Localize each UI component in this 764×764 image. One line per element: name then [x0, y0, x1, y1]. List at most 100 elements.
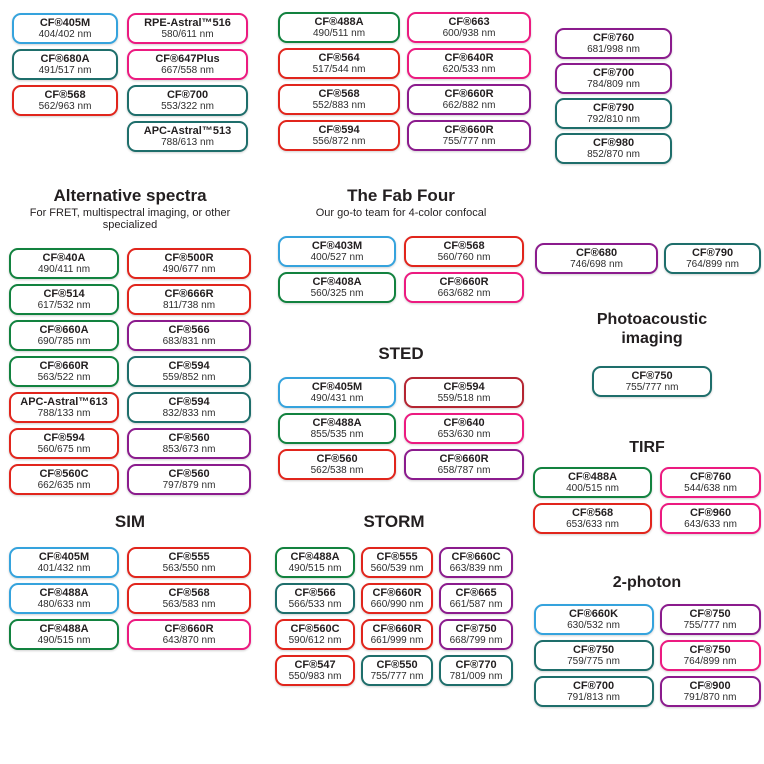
dye-ex-em-value: 617/532 nm — [37, 300, 91, 312]
dye-ex-em-value: 667/558 nm — [161, 65, 214, 77]
section-title: Alternative spectra — [53, 186, 207, 205]
dye-name: CF®594 — [443, 380, 485, 393]
dye-ex-em-value: 490/515 nm — [37, 635, 91, 647]
dye-name: CF®660A — [39, 323, 89, 336]
dye-ex-em-value: 832/833 nm — [162, 408, 216, 420]
dye-name: CF®680 — [575, 246, 618, 259]
dye-name: CF®790 — [691, 246, 734, 259]
dye-ex-em-value: 490/411 nm — [37, 264, 91, 276]
dye-name: CF®900 — [689, 679, 731, 692]
dye-ex-em-value: 781/009 nm — [449, 671, 503, 683]
dye-ex-em-value: 566/533 nm — [288, 599, 342, 611]
section-title: STED — [378, 344, 424, 363]
dye-ex-em-value: 788/613 nm — [161, 137, 214, 149]
dye-ex-em-value: 764/899 nm — [683, 656, 737, 668]
dye-name: CF®640 — [443, 416, 485, 429]
dye-name: CF®594 — [168, 359, 210, 372]
dye-ex-em-value: 663/682 nm — [437, 288, 491, 300]
dye-name: CF®568 — [168, 586, 210, 599]
dye-ex-em-value: 563/583 nm — [162, 599, 216, 611]
dye-name: APC-Astral™513 — [143, 124, 232, 137]
dye-ex-em-value: 746/698 nm — [570, 259, 623, 271]
dye-ex-em-value: 661/587 nm — [449, 599, 503, 611]
section-title: 2-photon — [612, 574, 682, 591]
dye-ex-em-value: 560/539 nm — [370, 563, 424, 575]
dye-name: CF®594 — [318, 123, 360, 136]
dye-ex-em-value: 643/870 nm — [162, 635, 216, 647]
dye-name: CF®564 — [318, 51, 360, 64]
dye-name: CF®514 — [43, 287, 85, 300]
dye-ex-em-value: 400/527 nm — [310, 252, 364, 264]
dye-ex-em-value: 663/839 nm — [449, 563, 503, 575]
dye-ex-em-value: 562/963 nm — [38, 101, 92, 113]
dye-ex-em-value: 404/402 nm — [38, 29, 92, 41]
dye-name: CF®660R — [439, 452, 489, 465]
dye-ex-em-value: 653/633 nm — [566, 519, 619, 531]
dye-ex-em-value: 559/852 nm — [162, 372, 216, 384]
dye-name: CF®488A — [39, 586, 89, 599]
dye-name: CF®547 — [294, 658, 336, 671]
dye-ex-em-value: 490/515 nm — [288, 563, 342, 575]
dye-ex-em-value: 620/533 nm — [442, 64, 496, 76]
dye-name: CF®500R — [164, 251, 214, 264]
section-title: The Fab Four — [347, 186, 455, 205]
dye-name: CF®594 — [43, 431, 85, 444]
dye-ex-em-value: 490/431 nm — [310, 393, 364, 405]
dye-name: CF®568 — [443, 239, 485, 252]
dye-name: CF®700 — [572, 679, 615, 692]
dye-name: CF®488A — [39, 622, 89, 635]
dye-ex-em-value: 630/532 nm — [567, 620, 620, 632]
dye-name: CF®660R — [164, 622, 214, 635]
dye-name: CF®594 — [168, 395, 210, 408]
section-title: TIRF — [629, 439, 665, 456]
dye-ex-em-value: 550/983 nm — [288, 671, 342, 683]
dye-name: APC-Astral™613 — [20, 395, 108, 408]
dye-ex-em-value: 491/517 nm — [38, 65, 92, 77]
dye-name: CF®560 — [168, 431, 210, 444]
dye-name: CF®560C — [39, 467, 89, 480]
